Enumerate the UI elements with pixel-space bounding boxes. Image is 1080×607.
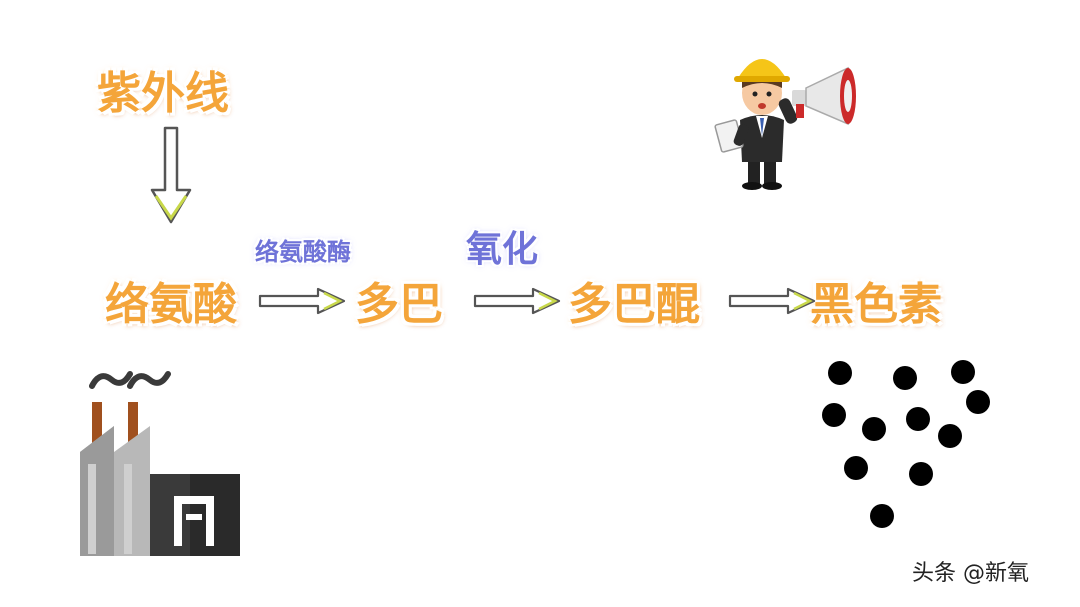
- watermark: 头条 @新氧: [912, 561, 1029, 586]
- node-dopa: 多巴: [355, 279, 443, 330]
- presenter-icon: [714, 59, 856, 190]
- right-arrow-icon: [258, 287, 346, 315]
- melanin-dots-icon: [822, 360, 990, 528]
- node-tyrosine: 络氨酸: [105, 279, 237, 330]
- uv-label: 紫外线: [97, 68, 229, 119]
- right-arrow-icon: [728, 287, 816, 315]
- factory-icon: [80, 371, 240, 556]
- node-dopaquinone: 多巴醌: [568, 279, 700, 330]
- right-arrow-icon: [473, 287, 561, 315]
- megaphone-icon: [792, 66, 856, 126]
- down-arrow-icon: [150, 126, 192, 224]
- node-melanin: 黑色素: [810, 279, 942, 330]
- enzyme-label: 络氨酸酶: [255, 238, 351, 266]
- oxidation-label: 氧化: [466, 229, 539, 270]
